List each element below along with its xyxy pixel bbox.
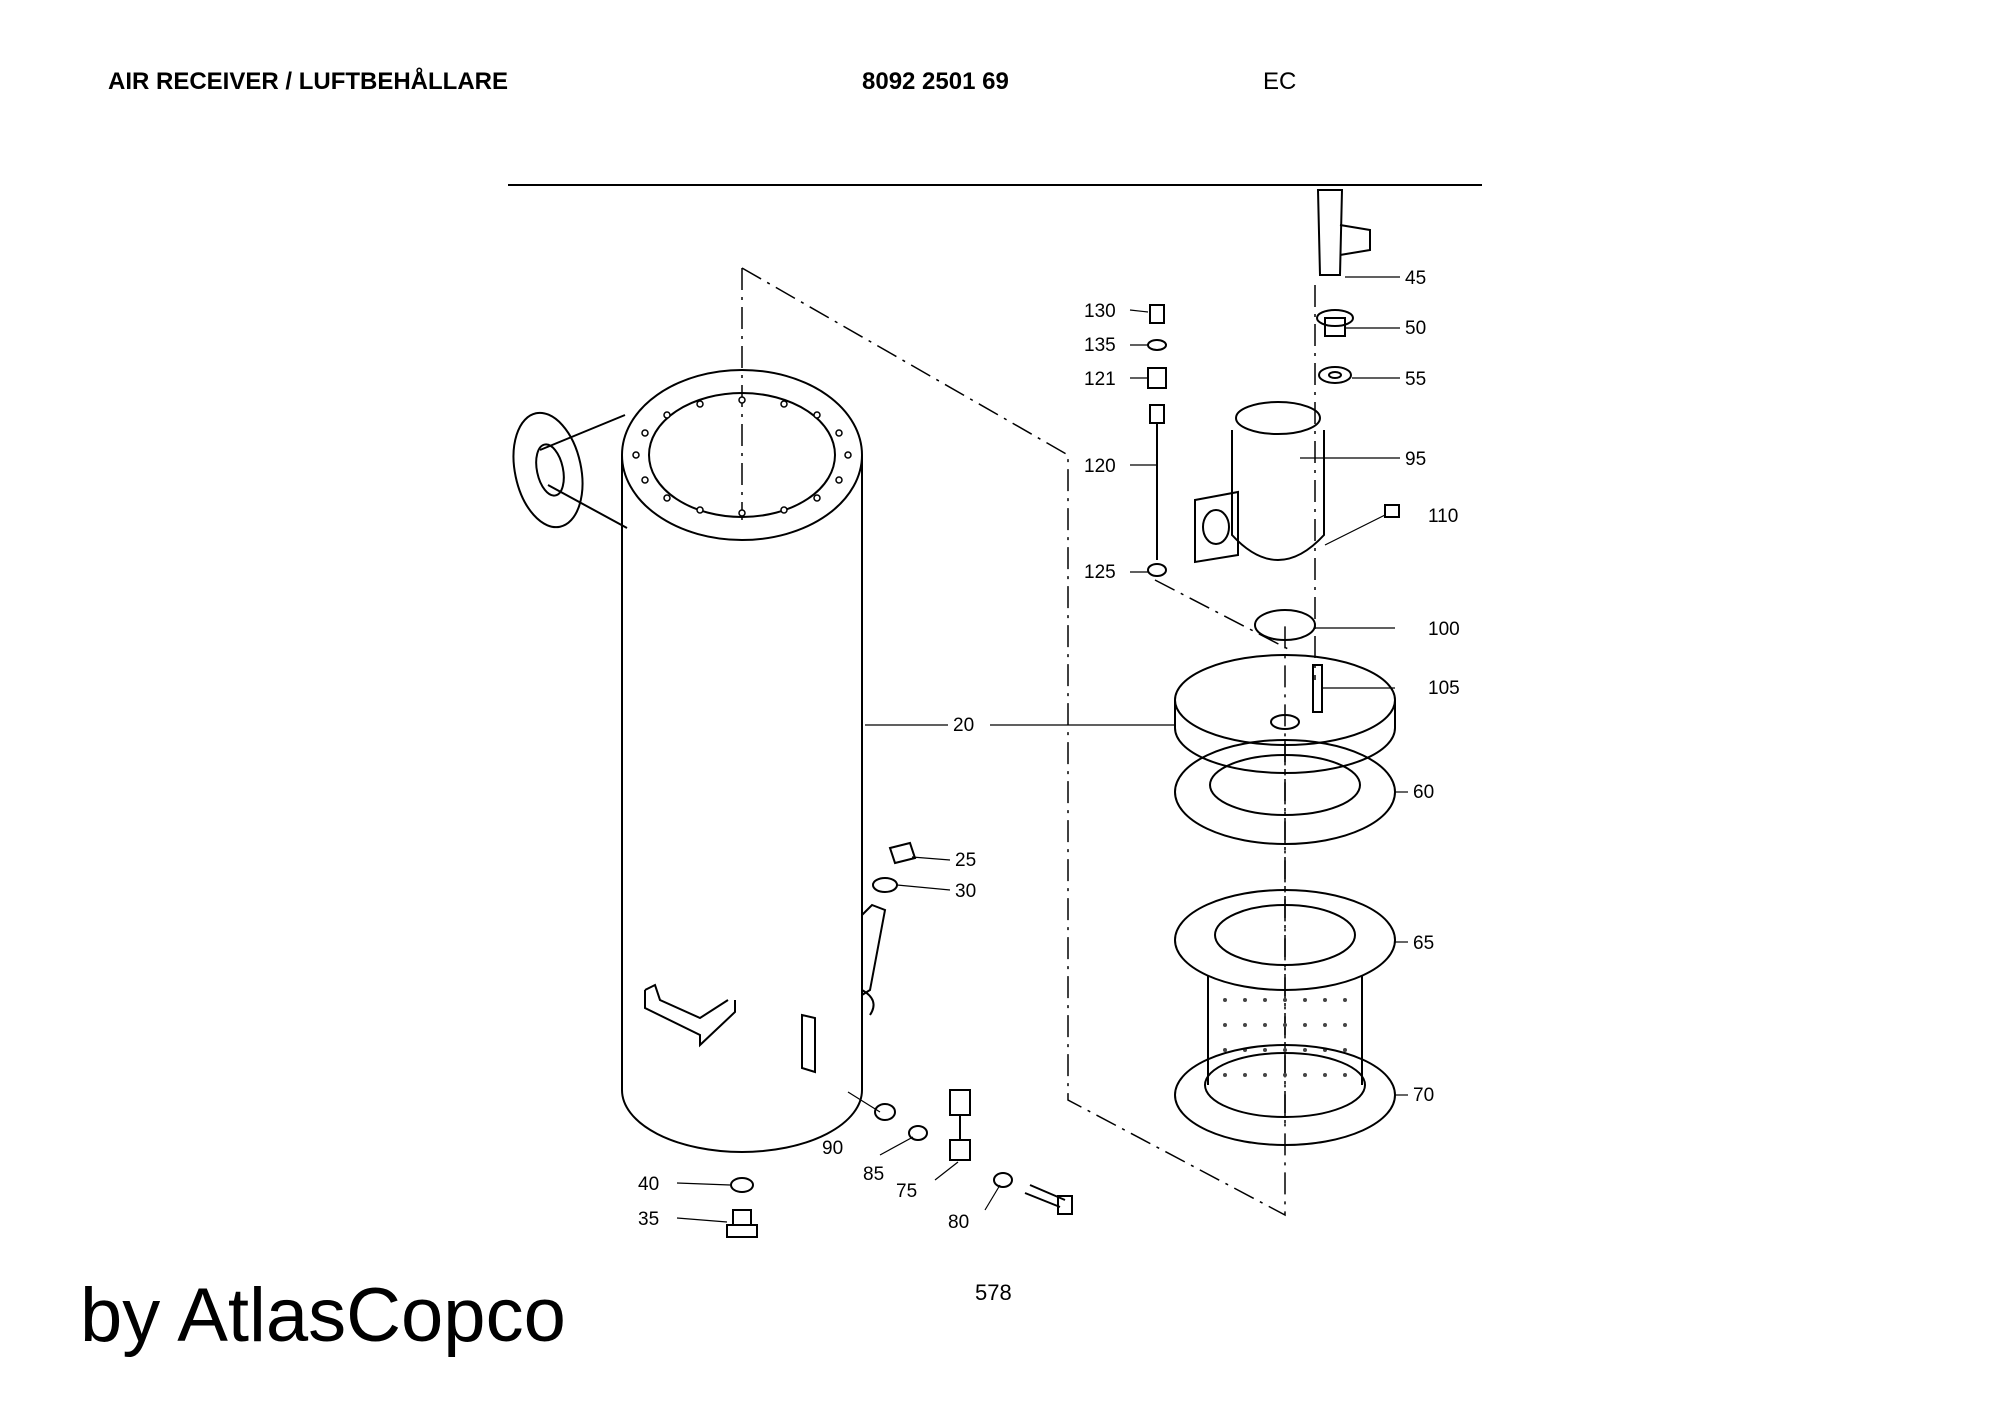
cover-plate <box>1174 654 1396 774</box>
callout-labels: 20 25 30 35 40 45 50 55 60 65 70 75 80 8… <box>638 268 1460 1233</box>
callout-70: 70 <box>1413 1085 1434 1106</box>
callout-105: 105 <box>1428 678 1460 699</box>
part-number: 8092 2501 69 <box>862 68 1009 95</box>
callout-25: 25 <box>955 850 976 871</box>
callout-55: 55 <box>1405 369 1426 390</box>
small-parts-right <box>1147 189 1400 713</box>
callout-130: 130 <box>1084 301 1116 322</box>
callout-120: 120 <box>1084 456 1116 477</box>
receiver-vessel <box>512 369 887 1153</box>
callout-110: 110 <box>1428 506 1458 527</box>
callout-45: 45 <box>1405 268 1426 289</box>
leader-lines <box>676 276 1408 1223</box>
edition-code: EC <box>1263 68 1297 95</box>
page-number: 578 <box>975 1280 1012 1305</box>
callout-50: 50 <box>1405 318 1426 339</box>
callout-30: 30 <box>955 881 976 902</box>
callout-95: 95 <box>1405 449 1426 470</box>
brand-footer: by AtlasCopco <box>80 1273 566 1358</box>
callout-80: 80 <box>948 1212 969 1233</box>
callout-20: 20 <box>953 715 974 736</box>
drawing-title: AIR RECEIVER / LUFTBEHÅLLARE <box>108 68 509 95</box>
callout-121: 121 <box>1084 369 1116 390</box>
callout-35: 35 <box>638 1209 659 1230</box>
explode-lines <box>741 267 1316 1217</box>
callout-100: 100 <box>1428 619 1460 640</box>
callout-125: 125 <box>1084 562 1116 583</box>
small-parts-left <box>726 841 1073 1238</box>
callout-90: 90 <box>822 1138 843 1159</box>
callout-135: 135 <box>1084 335 1116 356</box>
callout-75: 75 <box>896 1181 917 1202</box>
callout-65: 65 <box>1413 933 1434 954</box>
callout-85: 85 <box>863 1164 884 1185</box>
callout-60: 60 <box>1413 782 1434 803</box>
callout-40: 40 <box>638 1174 659 1195</box>
